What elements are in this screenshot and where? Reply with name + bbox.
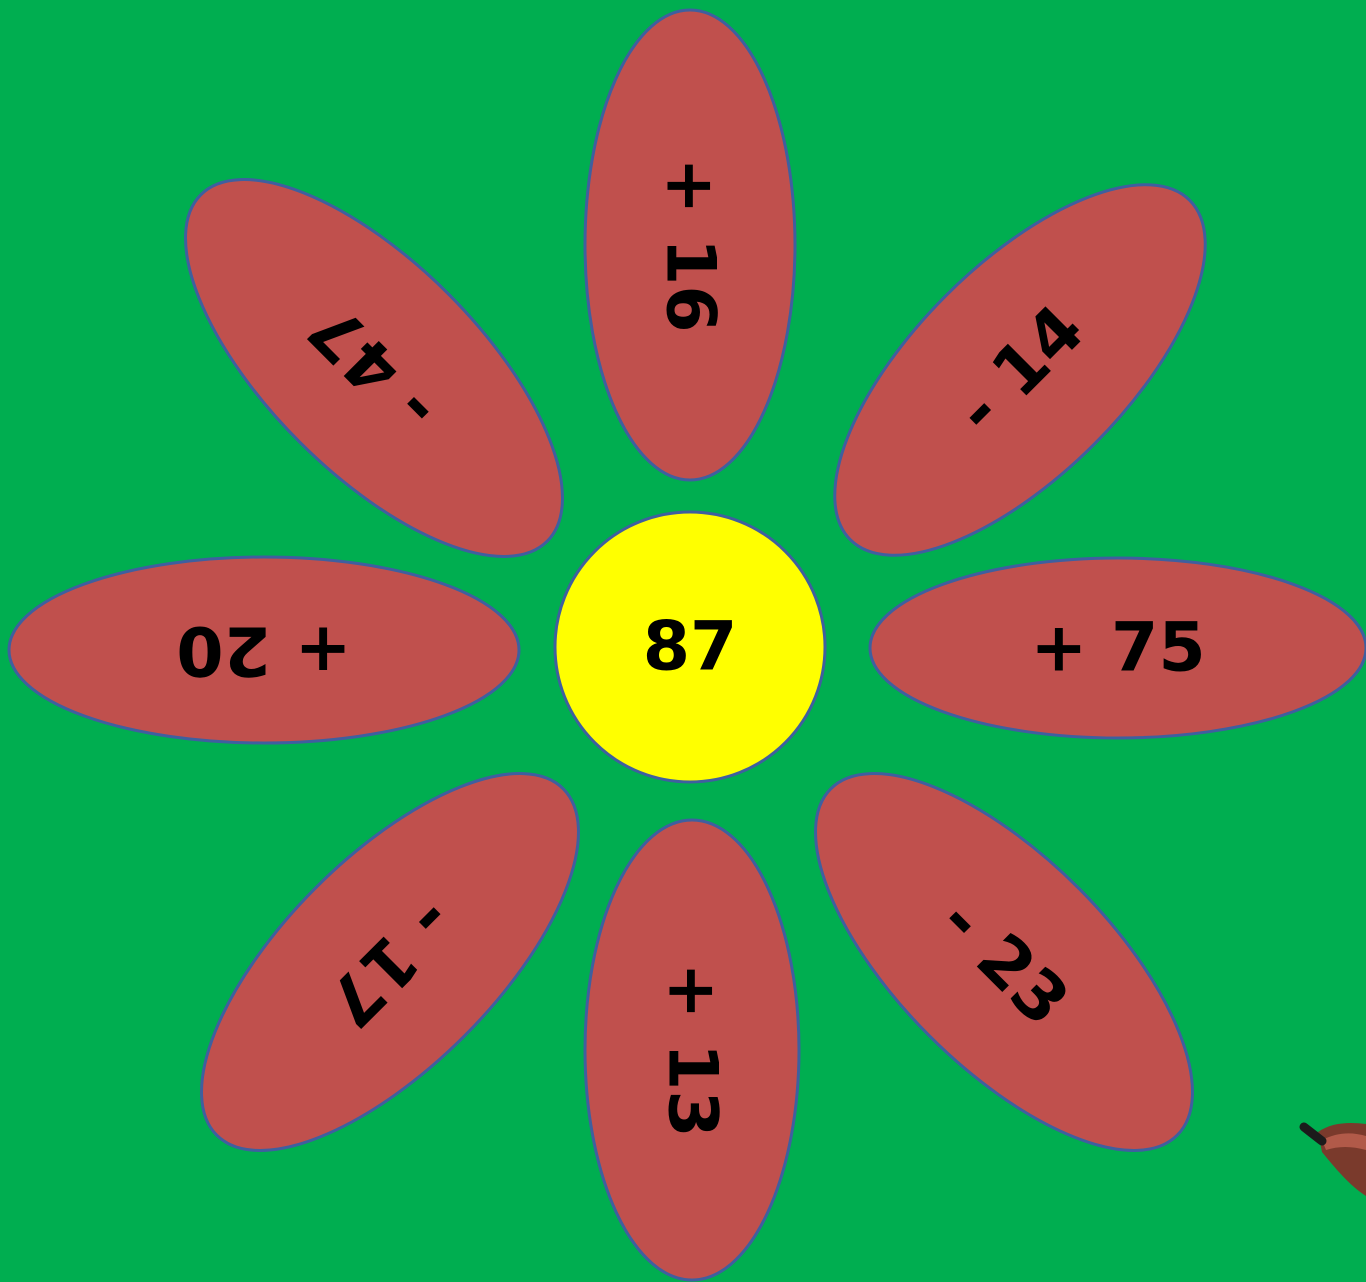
petal-top-label: + 16 — [651, 157, 730, 332]
flower-center-value: 87 — [643, 608, 738, 687]
petal-top[interactable]: + 16 — [585, 10, 795, 480]
petal-left-label: + 20 — [176, 611, 351, 690]
petal-left[interactable]: + 20 — [9, 557, 519, 743]
petal-right-label: + 75 — [1030, 609, 1205, 688]
petal-bottom-left[interactable]: - 17 — [143, 715, 638, 1210]
petal-top-right[interactable]: - 14 — [776, 126, 1264, 614]
petal-top-left[interactable]: - 47 — [127, 121, 622, 616]
petal-bottom-right[interactable]: - 23 — [757, 715, 1252, 1210]
brown-object-decoration — [1304, 1123, 1366, 1196]
petal-bottom[interactable]: + 13 — [585, 820, 799, 1280]
petal-bottom-label: + 13 — [653, 962, 732, 1137]
petal-right[interactable]: + 75 — [870, 558, 1366, 738]
flower-center[interactable]: 87 — [555, 512, 825, 782]
